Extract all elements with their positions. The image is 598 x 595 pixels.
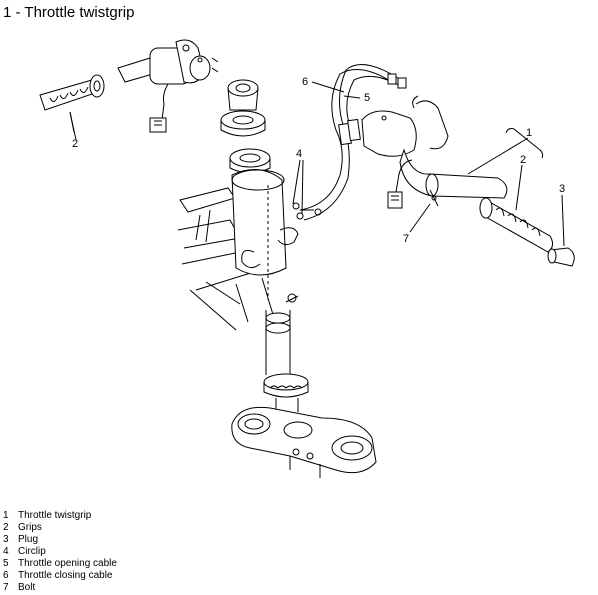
legend-number: 6 bbox=[3, 570, 9, 581]
legend-label: Plug bbox=[18, 534, 39, 545]
page-title: 1 - Throttle twistgrip bbox=[3, 4, 135, 21]
legend-label: Circlip bbox=[18, 546, 46, 557]
legend-row: 3 Plug bbox=[3, 534, 117, 546]
legend-number: 7 bbox=[3, 582, 9, 593]
legend-label: Throttle closing cable bbox=[18, 570, 113, 581]
bar-end-plug bbox=[547, 247, 575, 267]
exploded-view-diagram: 2 1 2 3 4 5 6 7 bbox=[39, 39, 575, 478]
left-switch-housing bbox=[117, 39, 219, 133]
right-grip bbox=[479, 197, 554, 253]
lower-triple-clamp bbox=[231, 406, 377, 478]
throttle-cables bbox=[292, 64, 407, 221]
legend-row: 5 Throttle opening cable bbox=[3, 558, 117, 570]
legend-row: 2 Grips bbox=[3, 522, 117, 534]
legend-label: Throttle opening cable bbox=[18, 558, 117, 569]
callout-2-left: 2 bbox=[72, 138, 78, 150]
legend-number: 5 bbox=[3, 558, 9, 569]
parts-legend: 1 Throttle twistgrip 2 Grips 3 Plug 4 Circli… bbox=[3, 510, 117, 594]
bearing-ring bbox=[229, 148, 271, 174]
legend-row: 6 Throttle closing cable bbox=[3, 570, 117, 582]
legend-number: 3 bbox=[3, 534, 9, 545]
legend-number: 2 bbox=[3, 522, 9, 533]
callout-1: 1 bbox=[526, 127, 532, 139]
headstock bbox=[177, 169, 299, 331]
callout-6: 6 bbox=[302, 76, 308, 88]
legend-label: Bolt bbox=[18, 582, 36, 593]
steering-stem bbox=[263, 310, 309, 412]
legend-row: 7 Bolt bbox=[3, 582, 117, 594]
legend-row: 4 Circlip bbox=[3, 546, 117, 558]
callout-3: 3 bbox=[559, 183, 565, 195]
legend-label: Throttle twistgrip bbox=[18, 510, 92, 521]
ignition-switch bbox=[220, 79, 266, 137]
throttle-twistgrip bbox=[361, 95, 508, 209]
legend-label: Grips bbox=[18, 522, 42, 533]
callout-7: 7 bbox=[403, 233, 409, 245]
callout-4: 4 bbox=[296, 148, 302, 160]
legend-number: 4 bbox=[3, 546, 9, 557]
callout-2-right: 2 bbox=[520, 154, 526, 166]
legend-row: 1 Throttle twistgrip bbox=[3, 510, 117, 522]
legend-number: 1 bbox=[3, 510, 9, 521]
callout-5: 5 bbox=[364, 92, 370, 104]
